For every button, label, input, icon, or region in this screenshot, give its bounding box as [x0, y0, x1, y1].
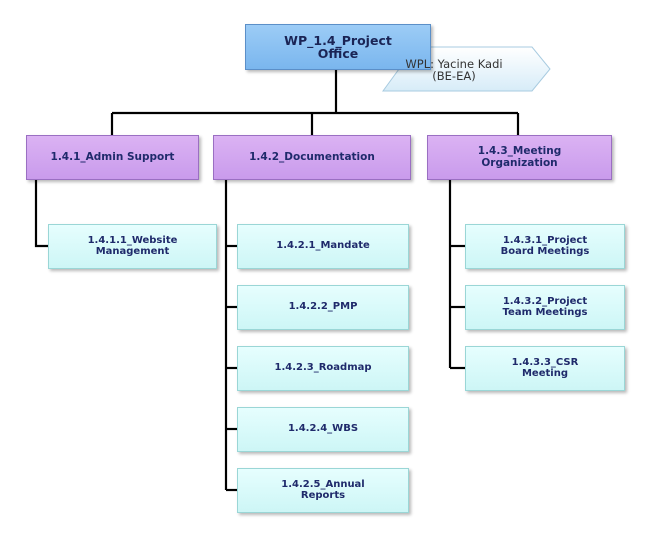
node-1-4-3-2: 1.4.3.2_Project Team Meetings [465, 285, 625, 330]
node-label: 1.4.2.1_Mandate [276, 240, 370, 252]
node-label: 1.4.3.1_Project Board Meetings [500, 235, 590, 257]
branch-documentation: 1.4.2_Documentation [213, 135, 411, 180]
node-label: 1.4.3.3_CSR Meeting [511, 357, 579, 379]
node-label: 1.4.2.4_WBS [287, 423, 359, 435]
node-1-4-2-3: 1.4.2.3_Roadmap [237, 346, 409, 391]
branch-meeting-organization: 1.4.3_Meeting Organization [427, 135, 612, 180]
branch-label: 1.4.2_Documentation [249, 150, 375, 163]
root-label: WP_1.4_Project Office [284, 32, 392, 61]
branch-label: 1.4.1_Admin Support [50, 150, 175, 163]
branch-admin-support: 1.4.1_Admin Support [26, 135, 199, 180]
connector-1-1-1 [34, 180, 48, 248]
node-label: 1.4.3.2_Project Team Meetings [502, 296, 588, 318]
node-1-4-2-1: 1.4.2.1_Mandate [237, 224, 409, 269]
node-1-4-2-4: 1.4.2.4_WBS [237, 407, 409, 452]
node-1-4-3-1: 1.4.3.1_Project Board Meetings [465, 224, 625, 269]
node-label: 1.4.2.2_PMP [288, 301, 358, 313]
node-1-4-1-1: 1.4.1.1_Website Management [48, 224, 217, 269]
root-node: WP_1.4_Project Office [245, 24, 431, 70]
node-1-4-3-3: 1.4.3.3_CSR Meeting [465, 346, 625, 391]
node-label: 1.4.2.5_Annual Reports [281, 479, 365, 501]
branch-label: 1.4.3_Meeting Organization [477, 145, 562, 169]
node-1-4-2-5: 1.4.2.5_Annual Reports [237, 468, 409, 513]
node-label: 1.4.1.1_Website Management [87, 235, 178, 257]
wpl-label: WPL: Yacine Kadi (BE-EA) [405, 56, 503, 83]
node-label: 1.4.2.3_Roadmap [274, 362, 372, 374]
node-1-4-2-2: 1.4.2.2_PMP [237, 285, 409, 330]
